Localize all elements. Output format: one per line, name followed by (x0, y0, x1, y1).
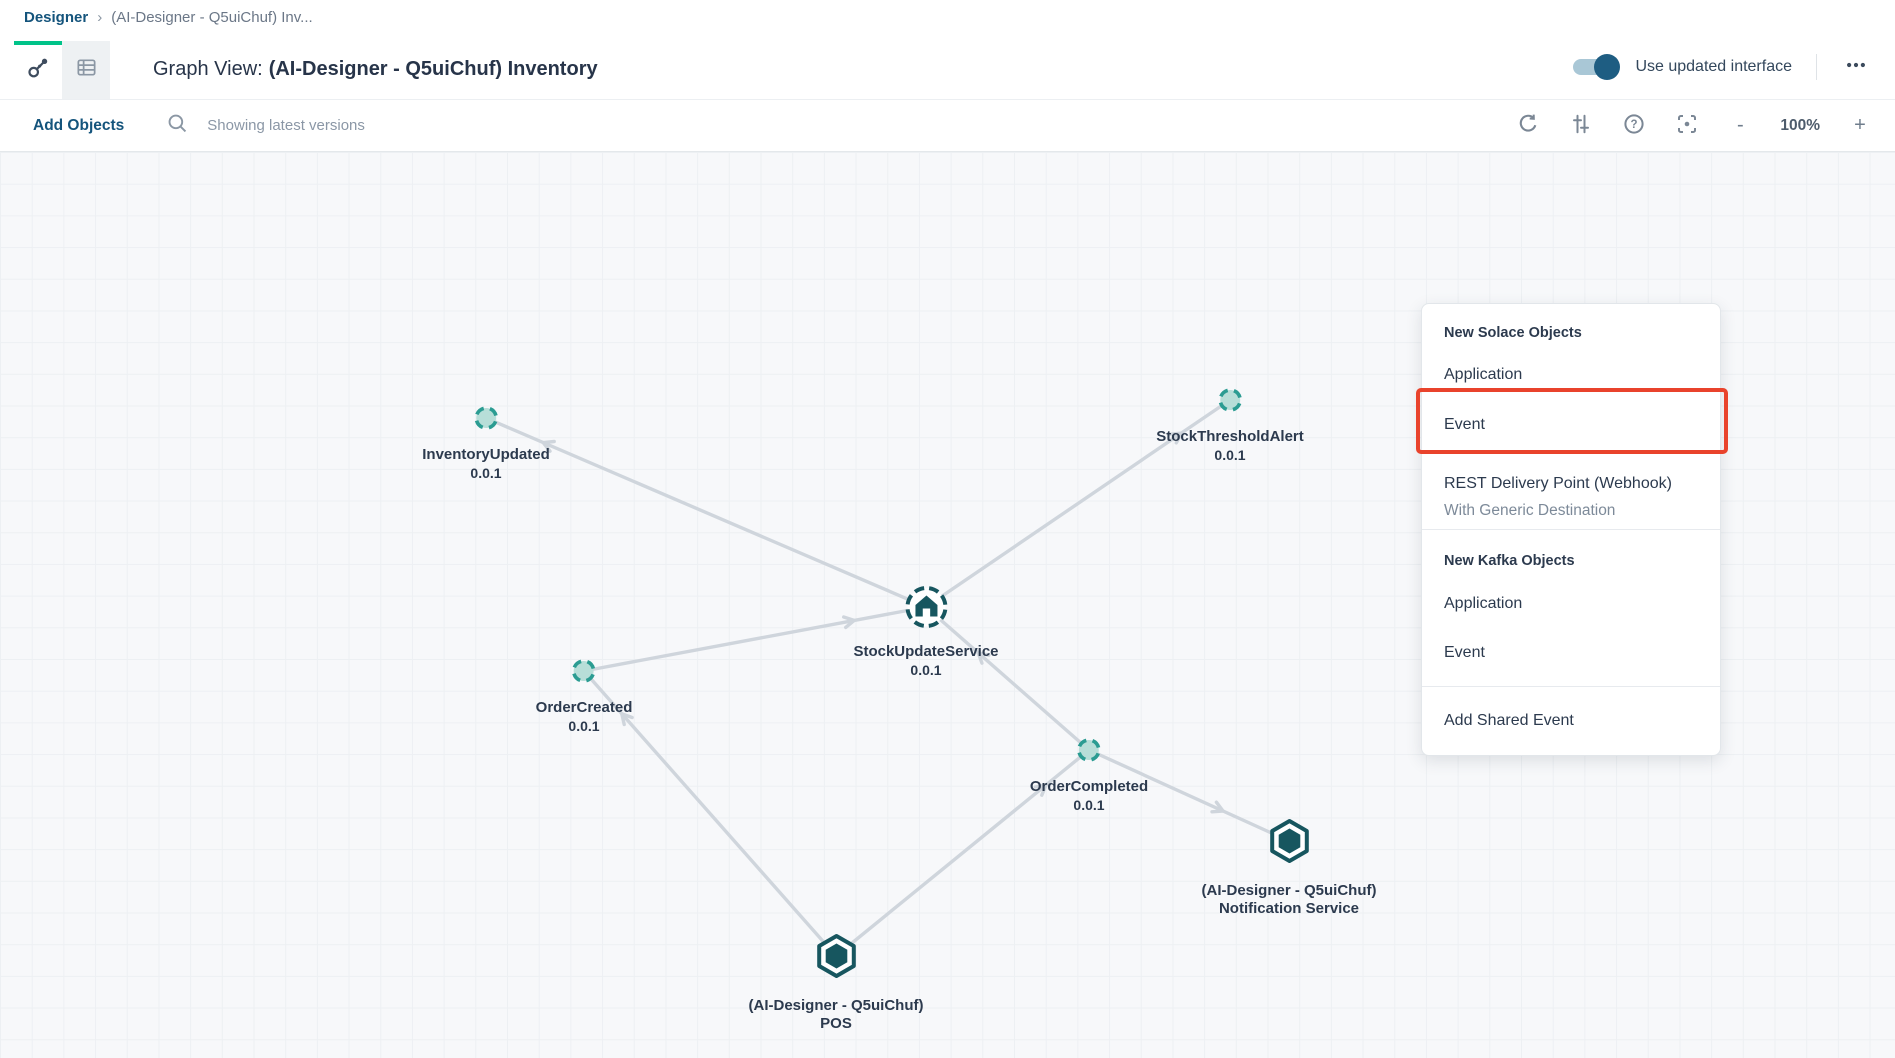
menu-item-kafka-application[interactable]: Application (1444, 595, 1523, 612)
page-title: Graph View:(AI-Designer - Q5uiChuf) Inve… (153, 58, 598, 81)
search-icon (166, 112, 189, 140)
node-sublabel: Notification Service (1218, 900, 1360, 917)
fit-to-screen-icon (1675, 112, 1699, 139)
node-stock-update-service[interactable]: StockUpdateService 0.0.1 (853, 583, 999, 679)
node-order-created[interactable]: OrderCreated 0.0.1 (535, 657, 633, 735)
node-pos[interactable]: (AI-Designer - Q5uiChuf)POS (749, 932, 924, 1033)
chevron-right-icon: › (97, 8, 103, 26)
menu-item-kafka-event[interactable]: Event (1444, 644, 1485, 661)
menu-item-rdp-label: REST Delivery Point (Webhook) (1444, 475, 1672, 492)
refresh-button[interactable] (1515, 113, 1541, 139)
node-label: StockUpdateService (853, 643, 999, 660)
tab-list-view[interactable] (62, 41, 110, 99)
node-label: InventoryUpdated (422, 446, 550, 463)
search-box[interactable] (166, 112, 568, 140)
breadcrumb-designer-link[interactable]: Designer (24, 8, 89, 26)
menu-item-rest-delivery-point[interactable]: REST Delivery Point (Webhook) With Gener… (1422, 450, 1720, 526)
zoom-level: 100% (1780, 116, 1820, 134)
view-tabs (14, 41, 110, 99)
node-label: (AI-Designer - Q5uiChuf) (1201, 882, 1377, 899)
node-label: OrderCompleted (1029, 778, 1149, 795)
node-label: StockThresholdAlert (1156, 428, 1304, 445)
vertical-divider (1816, 54, 1817, 80)
filter-settings-button[interactable] (1568, 113, 1594, 139)
toolbar: Add Objects (0, 100, 1895, 152)
node-sublabel: 0.0.1 (1214, 447, 1246, 463)
tab-graph-view[interactable] (14, 41, 62, 99)
breadcrumb-current: (AI-Designer - Q5uiChuf) Inv... (111, 8, 313, 26)
menu-header-new-solace-objects: New Solace Objects (1444, 325, 1582, 341)
add-objects-menu: New Solace Objects Application Event RES… (1421, 303, 1721, 756)
fit-to-screen-button[interactable] (1674, 113, 1700, 139)
menu-header-new-kafka-objects: New Kafka Objects (1444, 553, 1575, 569)
menu-item-solace-application[interactable]: Application (1444, 366, 1523, 383)
node-inventory-updated[interactable]: InventoryUpdated 0.0.1 (422, 404, 550, 482)
zoom-out-button[interactable]: - (1727, 113, 1753, 139)
node-order-completed[interactable]: OrderCompleted 0.0.1 (1030, 736, 1148, 814)
sliders-icon (1569, 112, 1593, 139)
node-sublabel: 0.0.1 (1073, 797, 1105, 813)
menu-item-rdp-sublabel: With Generic Destination (1444, 502, 1616, 519)
ellipsis-icon (1845, 54, 1867, 81)
table-view-icon (75, 56, 98, 84)
header-right: Use updated interface (1573, 34, 1873, 100)
node-sublabel: 0.0.1 (470, 465, 502, 481)
node-sublabel: POS (820, 1015, 852, 1032)
toggle-label: Use updated interface (1635, 58, 1792, 75)
zoom-in-button[interactable]: + (1847, 113, 1873, 139)
use-updated-interface-toggle[interactable] (1573, 54, 1621, 80)
toolbar-right: ? - 100% + (1515, 113, 1873, 139)
header-row: Graph View:(AI-Designer - Q5uiChuf) Inve… (0, 34, 1895, 100)
node-label: (AI-Designer - Q5uiChuf) (748, 997, 924, 1014)
refresh-icon (1516, 112, 1540, 139)
application-icon (812, 932, 860, 985)
event-icon (472, 404, 500, 437)
node-sublabel: 0.0.1 (910, 662, 942, 678)
help-button[interactable]: ? (1621, 113, 1647, 139)
graph-view-icon (27, 56, 50, 84)
menu-divider (1422, 529, 1720, 530)
more-options-button[interactable] (1839, 50, 1873, 84)
node-sublabel: 0.0.1 (568, 718, 600, 734)
page-title-name: (AI-Designer - Q5uiChuf) Inventory (268, 58, 598, 80)
event-icon (1216, 386, 1244, 419)
svg-text:?: ? (1631, 119, 1638, 131)
event-icon (570, 657, 598, 690)
node-stock-threshold-alert[interactable]: StockThresholdAlert 0.0.1 (1156, 386, 1304, 464)
application-icon (1265, 817, 1313, 870)
node-label: OrderCreated (535, 699, 633, 716)
page-title-prefix: Graph View: (153, 58, 263, 80)
toggle-knob (1594, 54, 1621, 80)
breadcrumb: Designer › (AI-Designer - Q5uiChuf) Inv.… (0, 0, 1895, 34)
help-icon: ? (1622, 112, 1646, 139)
service-icon (902, 583, 950, 636)
add-objects-button[interactable]: Add Objects (33, 116, 125, 134)
menu-item-add-shared-event[interactable]: Add Shared Event (1444, 712, 1574, 729)
search-input[interactable] (207, 117, 568, 134)
node-notification-service[interactable]: (AI-Designer - Q5uiChuf)Notification Ser… (1202, 817, 1377, 918)
event-icon (1075, 736, 1103, 769)
menu-item-solace-event[interactable]: Event (1444, 416, 1485, 433)
menu-divider (1422, 686, 1720, 687)
